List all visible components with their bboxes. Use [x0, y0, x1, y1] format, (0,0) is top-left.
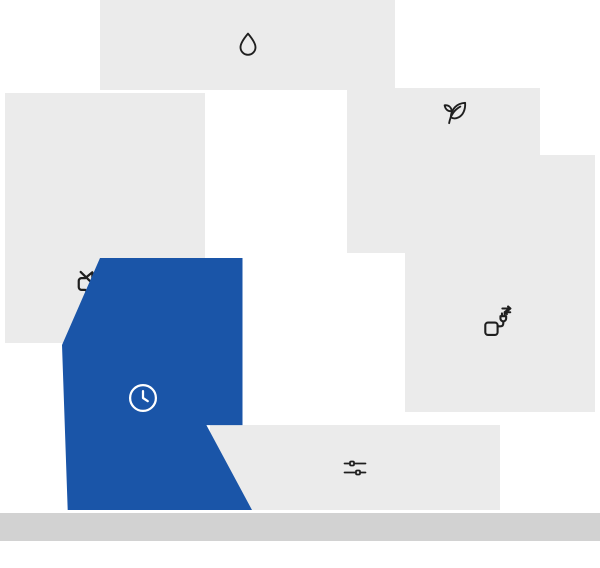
- tile-clock-accent: [62, 258, 252, 510]
- tile-power: [405, 155, 595, 412]
- plug-sync-icon: [484, 305, 512, 336]
- options-sliders-icon: [343, 460, 367, 475]
- bottom-bar: [0, 513, 600, 541]
- tile-water: [100, 0, 395, 90]
- clock-icon: [128, 383, 158, 413]
- leaf-icon: [443, 101, 467, 125]
- tile-options: [210, 425, 500, 510]
- water-drop-icon: [239, 32, 256, 56]
